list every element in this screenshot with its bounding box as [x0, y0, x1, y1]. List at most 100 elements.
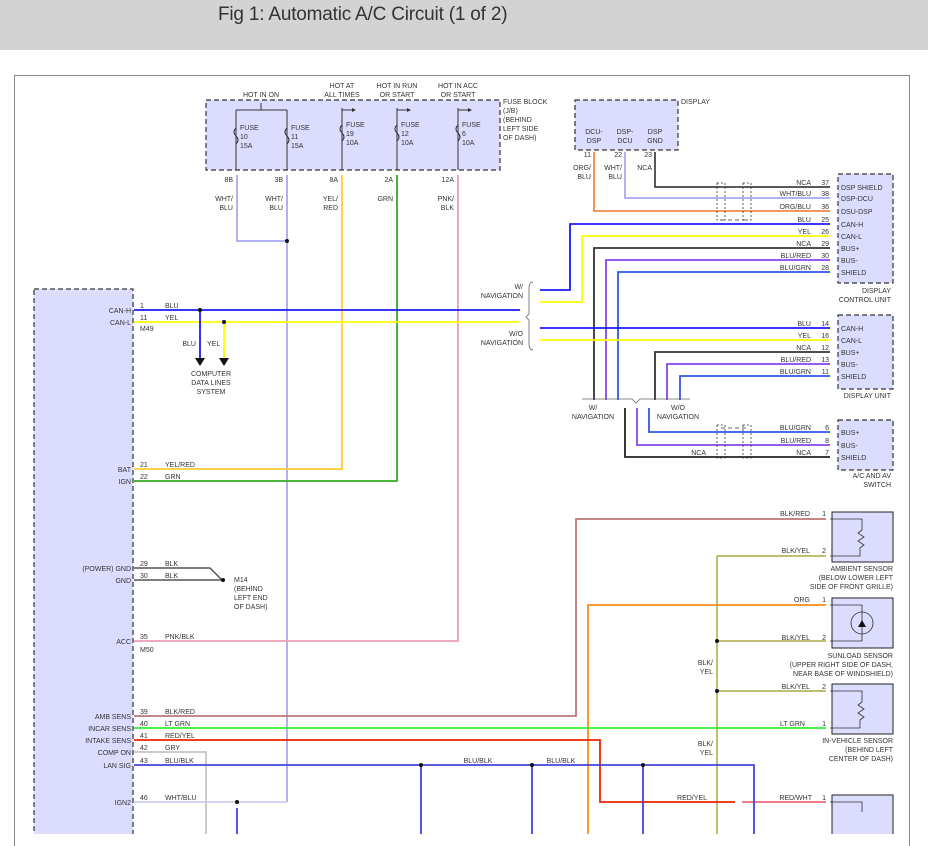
wire-gry: [134, 751, 207, 834]
diagram-frame: [14, 75, 910, 846]
label-wo-navigation-lower: NAVIGATION: [657, 414, 699, 421]
in-vehicle-sensor-title: (BEHIND LEFT: [845, 747, 894, 754]
wire-nca-disp: [654, 152, 830, 188]
display-pin-name: DCU-: [585, 129, 603, 136]
dcu-pin-number: 28: [821, 265, 829, 272]
du-wire-label: NCA: [796, 345, 811, 352]
connector-m49: M49: [140, 326, 154, 333]
wire-blk-red: [134, 518, 826, 717]
data-lines-label: DATA LINES: [191, 380, 231, 387]
blu-blk-label-1: BLU/BLK: [464, 758, 493, 765]
display-pin-wire: NCA: [637, 165, 652, 172]
wire-pnk-blk: [134, 175, 459, 642]
du-title: DISPLAY UNIT: [844, 393, 892, 400]
dcu-pin-number: 29: [821, 241, 829, 248]
display-pin-wire: BLU: [608, 174, 622, 181]
wire-wht-blu-8b: [236, 175, 287, 242]
sunload-wire-1: ORG: [794, 597, 810, 604]
supply-label-hot-at-all-times: HOT AT: [330, 83, 355, 90]
fuse-wire-3B: WHT/: [265, 196, 283, 203]
switch-pin-name: BUS-: [841, 443, 858, 450]
display-pin-number: 22: [614, 152, 622, 159]
wire-blu-w-nav: [540, 223, 830, 291]
fuse-wire-8B: WHT/: [215, 196, 233, 203]
du-pin-name: BUS+: [841, 350, 859, 357]
switch-wire-label: BLU/GRN: [780, 425, 811, 432]
splice-dots: [198, 239, 719, 804]
du-wire-label: BLU/RED: [781, 357, 811, 364]
wire-nca-du: [654, 351, 830, 400]
fuse-wire-8A: YEL/: [323, 196, 338, 203]
switch-pin-number: 6: [825, 425, 829, 432]
ground-m14-label: M14: [234, 577, 248, 584]
label-wo-navigation-lower: W/O: [671, 405, 686, 412]
switch-pin-number: 7: [825, 450, 829, 457]
module-pin-name: GND: [115, 578, 131, 585]
module-pin-name: BAT: [118, 467, 132, 474]
module-wire-label: GRN: [165, 474, 181, 481]
fuse-label-19: FUSE: [346, 122, 365, 129]
fuse-block-internals: [235, 103, 468, 170]
wire-blu-blk: [134, 764, 755, 834]
wire-wht-blu-disp: [624, 152, 830, 199]
module-pin-number: 42: [140, 745, 148, 752]
ground-m14-label: LEFT END: [234, 595, 268, 602]
wire-blu-grn-du: [679, 375, 830, 400]
wire-blu-red-dcu: [605, 259, 830, 400]
fuse-pin-3B: 3B: [274, 177, 283, 184]
wires: [134, 152, 830, 834]
ground-m14-label: (BEHIND: [234, 586, 263, 593]
fuse-label-11: 11: [291, 134, 298, 141]
in-vehicle-sensor-title: IN-VEHICLE SENSOR: [822, 738, 893, 745]
module-pin-number: 46: [140, 795, 148, 802]
fuse-label-12: 12: [401, 131, 409, 138]
wire-blk-yel-trunk: [716, 555, 826, 834]
fuse-block-box: [205, 99, 501, 171]
du-pin-name: CAN-H: [841, 326, 863, 333]
module-wire-label: BLK: [165, 561, 179, 568]
module-pin-number: 39: [140, 709, 148, 716]
fuse-label-10: 10: [240, 134, 248, 141]
fuse-wire-12A: BLK: [441, 205, 455, 212]
dcu-pin-number: 37: [821, 180, 829, 187]
ambient-wire-2: BLK/YEL: [782, 548, 811, 555]
in-vehicle-wire-2: BLK/YEL: [782, 684, 811, 691]
fuse-label-12: FUSE: [401, 122, 420, 129]
du-pin-number: 14: [821, 321, 829, 328]
wire-red-yel: [134, 739, 735, 803]
switch-title: A/C AND AV: [853, 473, 892, 480]
module-pin-number: 1: [140, 303, 144, 310]
module-pin-name: INTAKE SENS: [85, 738, 131, 745]
figure-header: Fig 1: Automatic A/C Circuit (1 of 2): [0, 0, 928, 50]
switch-pin-number: 8: [825, 438, 829, 445]
wire-nca-sw: [624, 408, 830, 458]
fuse-label-6: 10A: [462, 140, 475, 147]
dcu-wire-label: NCA: [796, 241, 811, 248]
switch-wire-label: NCA: [796, 450, 811, 457]
module-wire-label: YEL: [165, 315, 178, 322]
blk-yel-label-lower: YEL: [700, 750, 713, 757]
data-line-yel-label: YEL: [207, 341, 220, 348]
sunload-sensor-title: NEAR BASE OF WINDSHIELD): [793, 671, 893, 678]
label-wo-navigation: NAVIGATION: [481, 340, 523, 347]
dcu-wire-label: YEL: [798, 229, 811, 236]
supply-label-hot-at-all-times: ALL TIMES: [324, 92, 360, 99]
wire-blu-red-du: [666, 363, 830, 400]
dcu-pin-name: SHIELD: [841, 270, 866, 277]
in-vehicle-wire-1: LT GRN: [780, 721, 805, 728]
label-w-navigation: W/: [514, 284, 523, 291]
dcu-pin-name: CAN-H: [841, 222, 863, 229]
wire-blu-grn-dcu: [617, 271, 830, 400]
module-pin-number: 41: [140, 733, 148, 740]
module-pin-number: 22: [140, 474, 148, 481]
supply-label-hot-in-acc: HOT IN ACC: [438, 83, 478, 90]
supply-label-hot-in-acc: OR START: [441, 92, 476, 99]
fuse-wire-8A: RED: [323, 205, 338, 212]
display-pin-name: DSP: [648, 129, 663, 136]
module-pin-name: LAN SIG: [103, 763, 131, 770]
fuse-label-11: FUSE: [291, 125, 310, 132]
fuse-block-title: LEFT SIDE: [503, 126, 539, 133]
fuse-label-6: 6: [462, 131, 466, 138]
fuse-pin-8B: 8B: [224, 177, 233, 184]
display-pin-number: 23: [644, 152, 652, 159]
